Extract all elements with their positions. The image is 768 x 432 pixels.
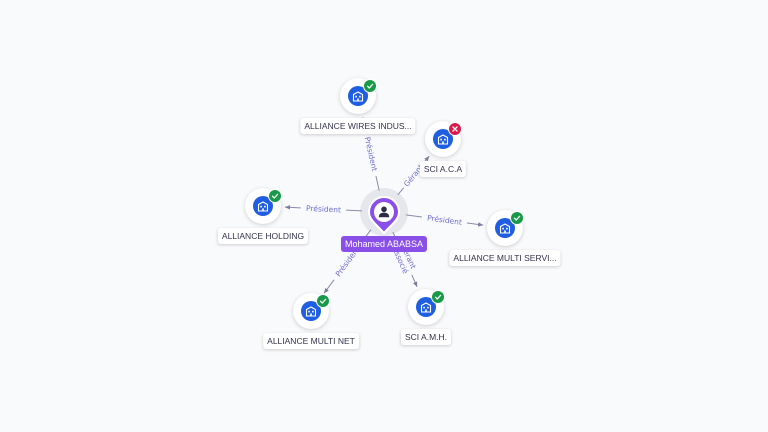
check-icon [431,290,445,304]
edge-holding: Président [284,202,363,215]
edge-services: Président [405,212,484,227]
edge-arrow [324,287,329,294]
building-icon [253,196,273,216]
edge-arrow [284,205,291,210]
edge-label: Président [363,136,379,172]
check-icon [268,189,282,203]
company-label[interactable]: SCI A.C.A [419,161,467,177]
building-icon [348,86,368,106]
company-label[interactable]: ALLIANCE WIRES INDUS... [300,118,416,134]
check-icon [363,79,377,93]
company-label[interactable]: ALLIANCE MULTI NET [263,333,359,349]
building-icon [301,301,321,321]
building-icon [495,218,515,238]
check-icon [316,294,330,308]
person-name-label: Mohamed ABABSA [340,236,428,252]
building-icon [433,129,453,149]
company-label[interactable]: ALLIANCE MULTI SERVI... [449,250,561,266]
edge-label: Président [306,204,341,215]
person-icon [381,206,387,213]
building-icon [416,297,436,317]
edge-arrow [413,281,418,287]
close-icon [448,122,462,136]
edge-arrow [424,156,430,162]
edge-arrow [477,222,484,227]
company-bubble[interactable] [340,78,376,114]
check-icon [510,211,524,225]
company-label[interactable]: ALLIANCE HOLDING [217,228,309,244]
person-pin-icon [367,195,401,235]
company-label[interactable]: SCI A.M.H. [400,329,452,345]
edge-label: Président [427,213,463,227]
